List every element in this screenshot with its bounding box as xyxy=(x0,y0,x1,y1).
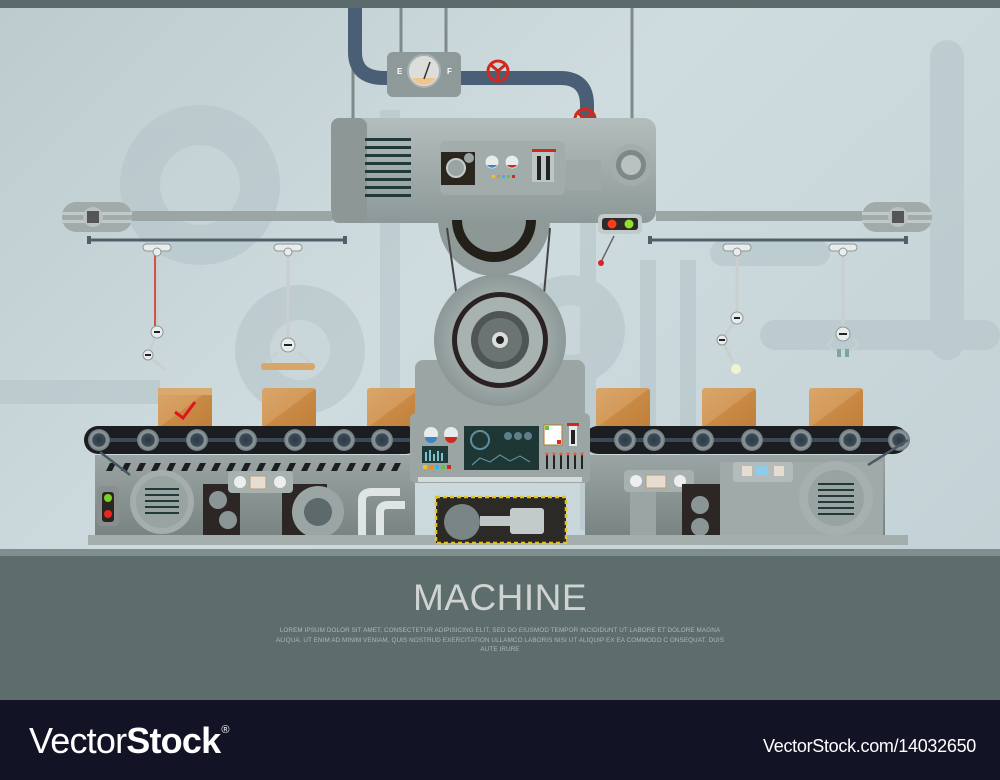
top-band xyxy=(0,0,1000,8)
floor-edge xyxy=(0,549,1000,556)
registered-mark: ® xyxy=(221,724,229,736)
suction-tray xyxy=(261,363,315,370)
fuel-gauge: E F xyxy=(387,52,461,97)
cardboard-box xyxy=(158,388,863,428)
checkmark-icon xyxy=(174,401,197,421)
red-indicator-light xyxy=(607,219,617,229)
vectorstock-logo[interactable]: VectorStock® xyxy=(29,720,229,762)
page-title: MACHINE xyxy=(412,577,588,618)
machine-illustration: E F xyxy=(0,8,1000,549)
logo-light-text: Vector xyxy=(29,720,127,761)
logo-bold-text: Stock xyxy=(126,720,221,761)
gauge-label-empty: E xyxy=(397,67,403,76)
top-machine xyxy=(331,118,656,266)
image-reference-link[interactable]: VectorStock.com/14032650 xyxy=(763,736,976,756)
central-control-panel xyxy=(410,413,590,545)
central-drive xyxy=(415,274,585,420)
overhead-rail-right xyxy=(648,202,932,244)
blue-pipe xyxy=(348,8,594,160)
floor-panel xyxy=(0,556,1000,700)
body-text: LOREM IPSUM DOLOR SIT AMET, CONSECTETUR … xyxy=(275,627,725,653)
green-indicator-light xyxy=(624,219,634,229)
footer-bar xyxy=(0,700,1000,780)
overhead-rail-left xyxy=(62,202,347,244)
gauge-label-full: F xyxy=(447,67,452,76)
conveyor-belt xyxy=(84,426,910,454)
